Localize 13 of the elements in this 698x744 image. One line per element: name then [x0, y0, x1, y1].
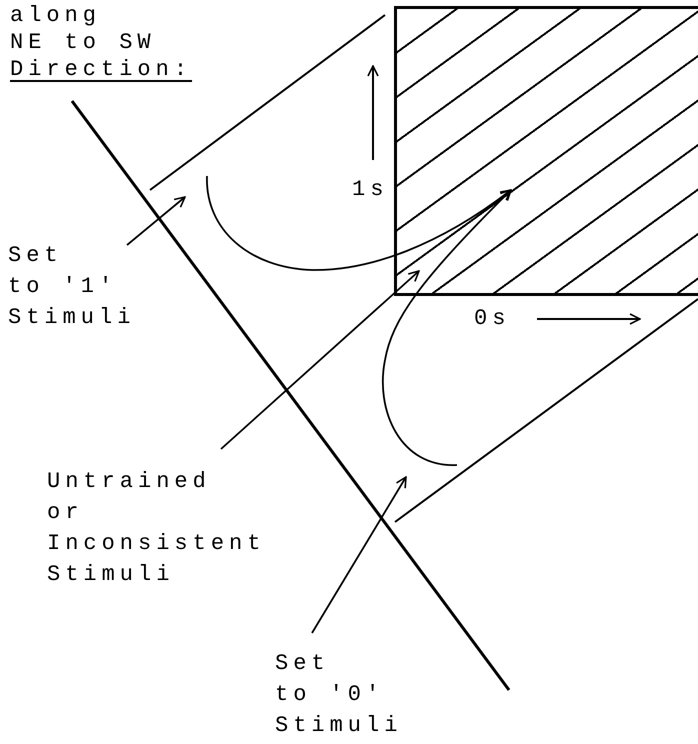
- axis-label: 1s: [352, 176, 388, 203]
- leader-arrow: [311, 476, 407, 634]
- heading-text: Direction:: [10, 56, 192, 83]
- curved-arrow: [382, 189, 512, 466]
- stimuli-label: Untrained or Inconsistent Stimuli: [47, 466, 266, 590]
- curved-arrow: [206, 176, 512, 271]
- hatched-region: [394, 6, 698, 296]
- curved-arrow: [220, 270, 420, 450]
- stimuli-label: Set to '1' Stimuli: [8, 240, 136, 333]
- stimuli-label: Set to '0' Stimuli: [275, 648, 402, 741]
- axis-label: 0s: [474, 305, 510, 332]
- heading-text: along NE to SW: [10, 2, 156, 56]
- leader-arrow: [126, 196, 186, 246]
